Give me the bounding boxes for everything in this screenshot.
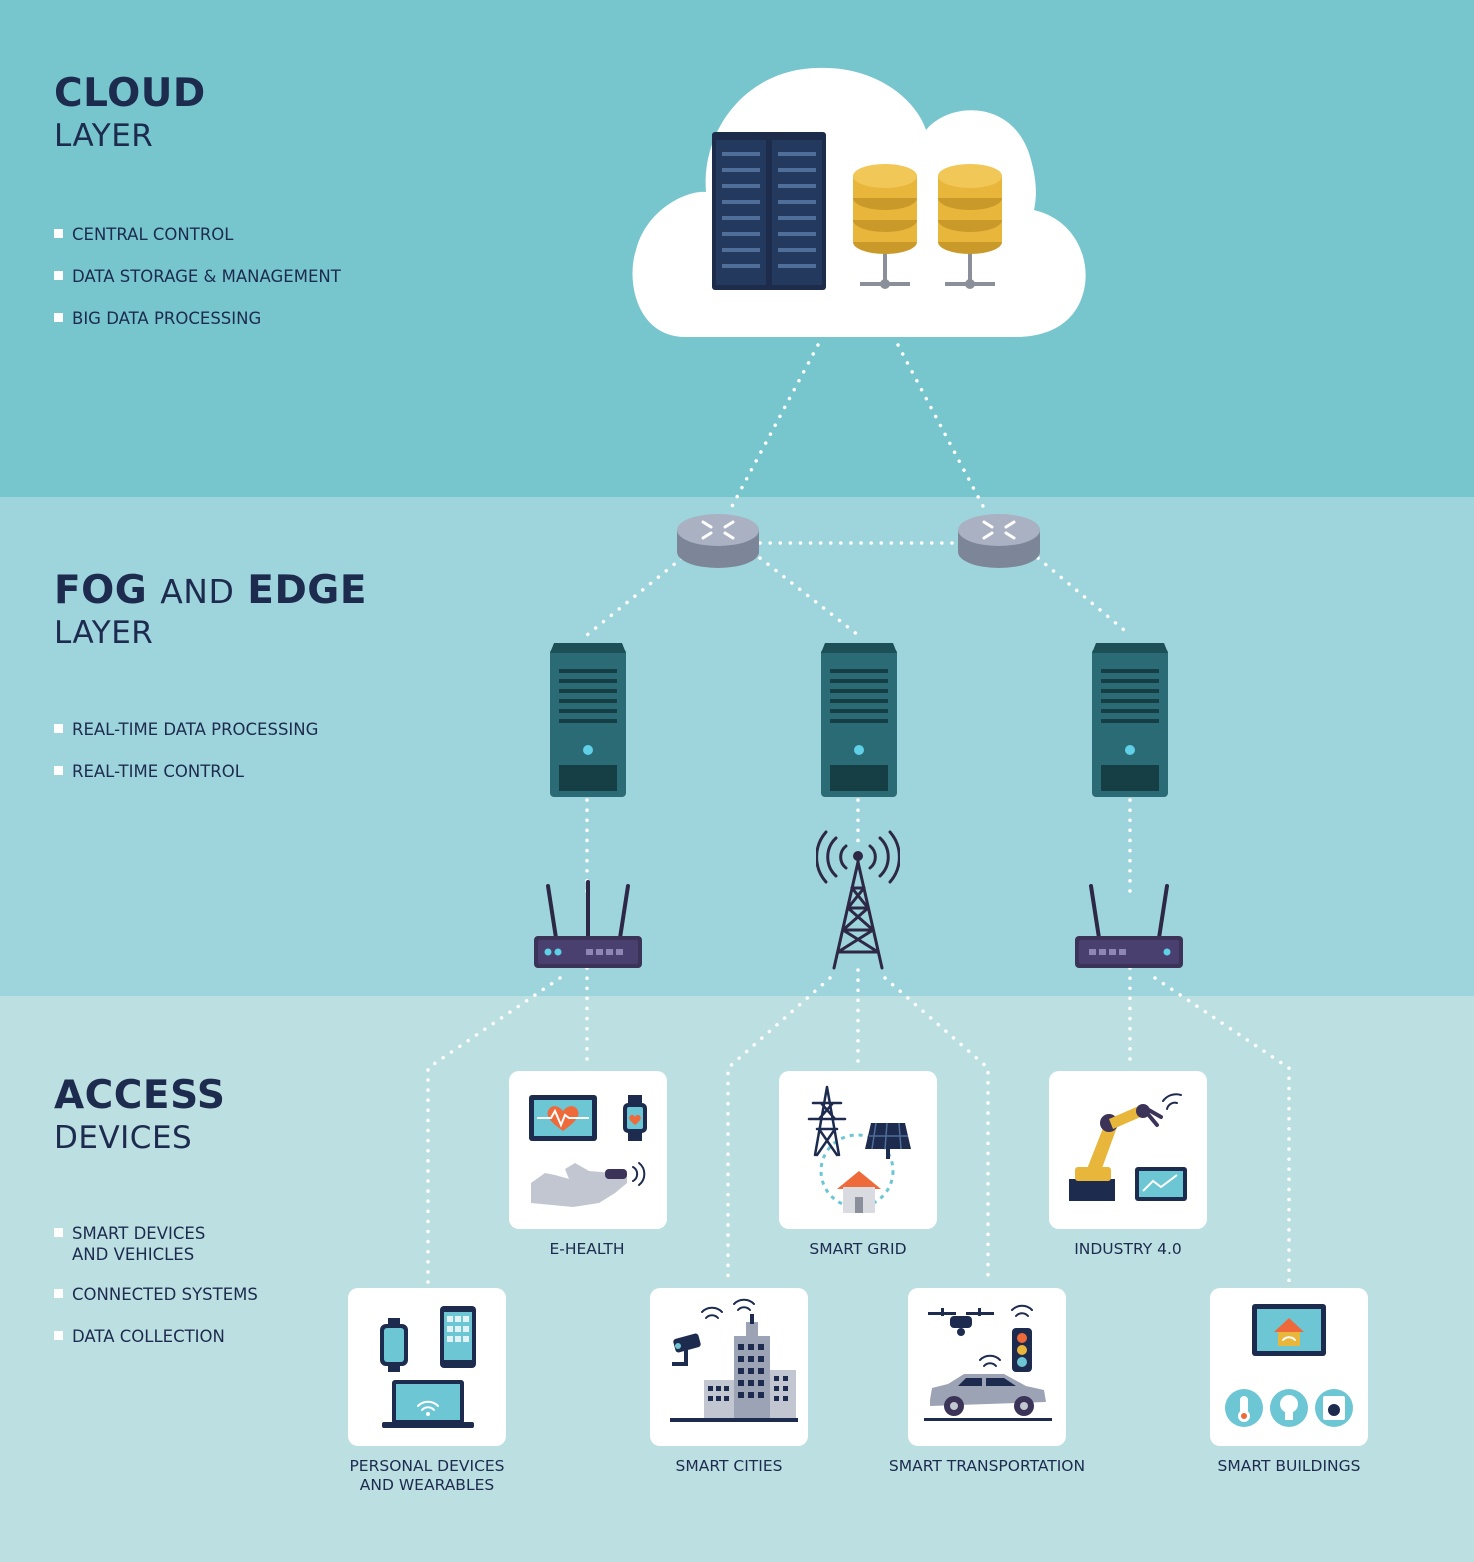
caption-smart-grid: SMART GRID bbox=[809, 1240, 907, 1258]
server-tower-icon bbox=[1092, 643, 1168, 797]
smart-building-icon bbox=[1225, 1304, 1353, 1427]
card-smart-cities bbox=[650, 1288, 808, 1446]
access-layer-heading: ACCESS DEVICES bbox=[54, 1076, 226, 1154]
card-personal-devices bbox=[348, 1288, 506, 1446]
fog-layer-heading: FOG AND EDGE LAYER bbox=[54, 571, 367, 649]
card-smart-transportation bbox=[908, 1288, 1066, 1446]
bullet-item: DATA STORAGE & MANAGEMENT bbox=[54, 266, 341, 287]
access-layer-subtitle: DEVICES bbox=[54, 1120, 193, 1156]
caption-smart-transportation: SMART TRANSPORTATION bbox=[888, 1457, 1086, 1475]
access-devices-band bbox=[0, 996, 1474, 1562]
server-tower-icon bbox=[821, 643, 897, 797]
cloud-layer-bullets: CENTRAL CONTROL DATA STORAGE & MANAGEMEN… bbox=[54, 224, 341, 350]
fog-layer-title-and: AND bbox=[160, 572, 235, 611]
bullet-item: REAL-TIME CONTROL bbox=[54, 761, 318, 782]
cell-tower-icon bbox=[816, 830, 900, 970]
network-router-icon bbox=[958, 514, 1040, 568]
fog-layer-bullets: REAL-TIME DATA PROCESSING REAL-TIME CONT… bbox=[54, 719, 318, 803]
network-router-icon bbox=[677, 514, 759, 568]
card-smart-buildings bbox=[1210, 1288, 1368, 1446]
industry-robot-icon bbox=[1069, 1093, 1187, 1201]
link-cloud-router-right bbox=[896, 343, 987, 512]
access-layer-bullets: SMART DEVICES AND VEHICLES CONNECTED SYS… bbox=[54, 1223, 258, 1368]
card-industry bbox=[1049, 1071, 1207, 1229]
fog-layer-title-edge: EDGE bbox=[247, 568, 367, 613]
card-ehealth bbox=[509, 1071, 667, 1229]
cloud-layer-title: CLOUD bbox=[54, 71, 206, 116]
fog-edge-layer-band bbox=[0, 497, 1474, 996]
cloud-layer-heading: CLOUD LAYER bbox=[54, 74, 206, 152]
link-wifi-left-personal bbox=[426, 976, 562, 1284]
personal-devices-icon bbox=[380, 1306, 476, 1428]
bullet-item: REAL-TIME DATA PROCESSING bbox=[54, 719, 318, 740]
database-icon bbox=[938, 164, 1002, 289]
link-wifi-right-buildings bbox=[1153, 976, 1291, 1284]
caption-industry: INDUSTRY 4.0 bbox=[1074, 1240, 1182, 1258]
link-router-left-server-left bbox=[585, 556, 684, 637]
fog-layer-title-fog: FOG bbox=[54, 568, 148, 613]
smart-city-icon bbox=[670, 1298, 798, 1422]
wifi-router-icon bbox=[1075, 884, 1183, 968]
link-router-left-server-mid bbox=[758, 556, 860, 637]
bullet-item: DATA COLLECTION bbox=[54, 1326, 258, 1347]
smart-transportation-icon bbox=[924, 1304, 1052, 1421]
wifi-router-icon bbox=[534, 880, 642, 968]
bullet-item: CENTRAL CONTROL bbox=[54, 224, 341, 245]
caption-smart-buildings: SMART BUILDINGS bbox=[1217, 1457, 1361, 1475]
smart-grid-icon bbox=[807, 1085, 911, 1213]
fog-layer-subtitle: LAYER bbox=[54, 615, 154, 651]
database-icon bbox=[853, 164, 917, 289]
card-smart-grid bbox=[779, 1071, 937, 1229]
access-layer-title: ACCESS bbox=[54, 1073, 226, 1118]
caption-smart-cities: SMART CITIES bbox=[675, 1457, 783, 1475]
bullet-item: BIG DATA PROCESSING bbox=[54, 308, 341, 329]
server-tower-icon bbox=[550, 643, 626, 797]
bullet-item: CONNECTED SYSTEMS bbox=[54, 1284, 258, 1305]
server-rack-icon bbox=[712, 132, 826, 290]
caption-ehealth: E-HEALTH bbox=[549, 1240, 625, 1258]
caption-personal-devices: PERSONAL DEVICES AND WEARABLES bbox=[349, 1457, 505, 1495]
link-router-right-server-right bbox=[1036, 556, 1132, 637]
cloud-layer-subtitle: LAYER bbox=[54, 118, 154, 154]
cloud-icon bbox=[632, 67, 1086, 337]
link-cloud-router-left bbox=[728, 343, 820, 512]
bullet-item: SMART DEVICES AND VEHICLES bbox=[54, 1223, 258, 1265]
ehealth-icon bbox=[529, 1095, 647, 1207]
